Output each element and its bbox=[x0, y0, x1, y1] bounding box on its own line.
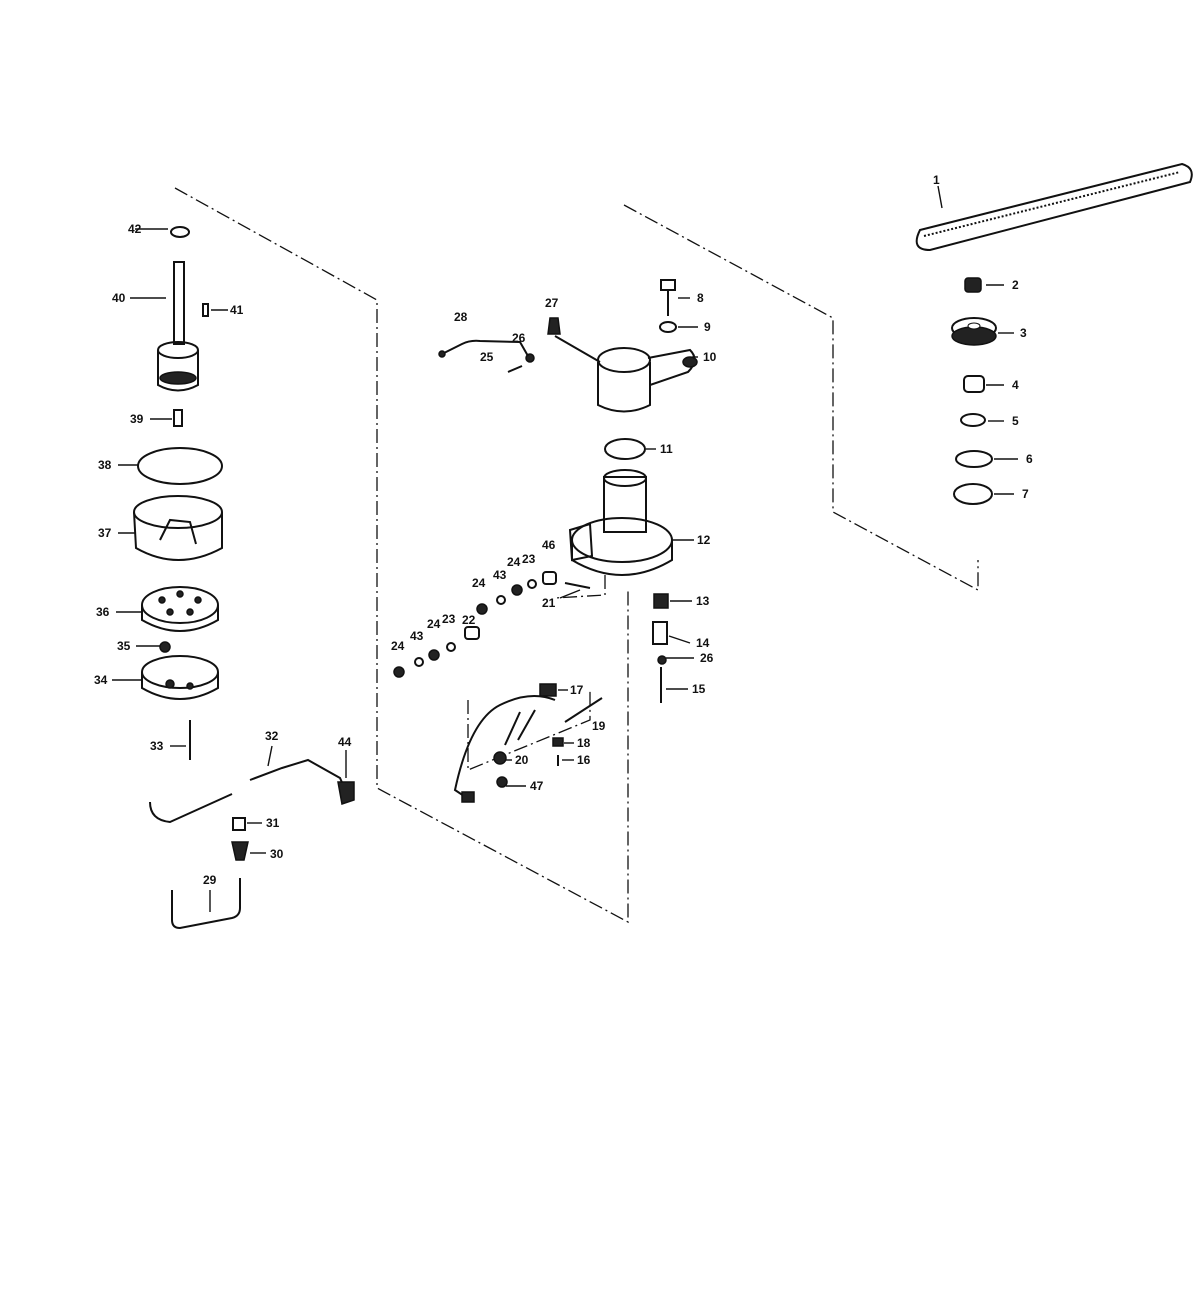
callout-31: 31 bbox=[266, 816, 280, 830]
part-8-screw bbox=[660, 279, 676, 316]
callout-28: 28 bbox=[454, 310, 468, 324]
callout-42: 42 bbox=[128, 222, 142, 236]
callout-35: 35 bbox=[117, 639, 131, 653]
callout-24b: 24 bbox=[472, 576, 486, 590]
callout-14: 14 bbox=[696, 636, 710, 650]
callout-26a: 26 bbox=[512, 331, 526, 345]
part-10-clamp-bracket bbox=[597, 347, 698, 413]
part-36-magnet-plate bbox=[141, 586, 219, 632]
callout-44: 44 bbox=[338, 735, 352, 749]
part-28-ground-wire bbox=[438, 339, 529, 358]
callout-29: 29 bbox=[203, 873, 217, 887]
callout-2: 2 bbox=[1012, 278, 1019, 292]
callout-39: 39 bbox=[130, 412, 144, 426]
callout-26b: 26 bbox=[700, 651, 714, 665]
callout-24a: 24 bbox=[507, 555, 521, 569]
callout-8: 8 bbox=[697, 291, 704, 305]
callout-33: 33 bbox=[150, 739, 164, 753]
part-30-boot bbox=[231, 841, 249, 861]
part-40-shaft bbox=[157, 261, 199, 392]
sub-boundary-bracket bbox=[554, 575, 606, 599]
callout-46: 46 bbox=[542, 538, 556, 552]
callout-30: 30 bbox=[270, 847, 284, 861]
part-11-o-ring bbox=[604, 438, 646, 460]
callout-43b: 43 bbox=[410, 629, 424, 643]
part-39-screw bbox=[173, 409, 183, 427]
part-3-pulley bbox=[951, 317, 997, 346]
callout-9: 9 bbox=[704, 320, 711, 334]
part-7-seal bbox=[953, 483, 993, 505]
callout-41: 41 bbox=[230, 303, 244, 317]
part-37-rotor-cup bbox=[133, 495, 223, 561]
callout-40: 40 bbox=[112, 291, 126, 305]
callout-1: 1 bbox=[933, 173, 940, 187]
part-13-block bbox=[653, 593, 669, 609]
part-44-boot bbox=[337, 781, 355, 805]
part-4-spacer bbox=[963, 375, 985, 393]
callout-21: 21 bbox=[542, 596, 556, 610]
callout-4: 4 bbox=[1012, 378, 1019, 392]
callout-32: 32 bbox=[265, 729, 279, 743]
part-29-lead-u-tube bbox=[171, 878, 241, 930]
callout-5: 5 bbox=[1012, 414, 1019, 428]
part-38-seal-ring bbox=[137, 447, 223, 485]
callout-13: 13 bbox=[696, 594, 710, 608]
assembly-boundary-left bbox=[174, 187, 629, 924]
part-25-screw bbox=[507, 365, 523, 373]
assembly-boundary-right bbox=[623, 204, 979, 592]
callout-47: 47 bbox=[530, 779, 544, 793]
callout-34: 34 bbox=[94, 673, 108, 687]
part-32-spark-plug-lead bbox=[149, 758, 349, 824]
callout-3: 3 bbox=[1020, 326, 1027, 340]
part-41-pin bbox=[202, 303, 209, 317]
part-5-washer bbox=[960, 413, 986, 427]
part-6-snap-ring bbox=[955, 450, 993, 468]
part-21-screw bbox=[564, 582, 591, 589]
callout-17: 17 bbox=[570, 683, 584, 697]
part-17-terminal bbox=[539, 683, 557, 697]
callout-16: 16 bbox=[577, 753, 591, 767]
part-35-nut bbox=[159, 641, 171, 653]
part-1-drive-belt bbox=[915, 162, 1193, 252]
part-14-bracket bbox=[652, 621, 668, 645]
part-42-washer bbox=[170, 226, 190, 238]
callout-43a: 43 bbox=[493, 568, 507, 582]
part-19-screw bbox=[564, 697, 603, 723]
callout-7: 7 bbox=[1022, 487, 1029, 501]
callout-22: 22 bbox=[462, 613, 476, 627]
part-18-nut bbox=[552, 737, 564, 747]
callout-20: 20 bbox=[515, 753, 529, 767]
callout-18: 18 bbox=[577, 736, 591, 750]
small-parts-row bbox=[393, 571, 557, 678]
callout-6: 6 bbox=[1026, 452, 1033, 466]
callout-11: 11 bbox=[660, 442, 673, 456]
callout-24d: 24 bbox=[391, 639, 405, 653]
part-12-distributor-housing bbox=[568, 469, 673, 576]
part-20-insulator bbox=[493, 751, 507, 765]
part-27-terminal bbox=[547, 317, 601, 363]
part-47-breaker-wire-assembly bbox=[453, 695, 556, 803]
callout-25: 25 bbox=[480, 350, 494, 364]
callout-10: 10 bbox=[703, 350, 717, 364]
part-31-clip bbox=[232, 817, 246, 831]
callout-12: 12 bbox=[697, 533, 711, 547]
callout-23a: 23 bbox=[522, 552, 536, 566]
leader-lines bbox=[112, 185, 1018, 912]
part-2-nut bbox=[964, 277, 982, 293]
callout-labels: 1 2 3 4 5 6 7 8 9 10 11 12 13 14 15 16 1… bbox=[94, 173, 1033, 887]
callout-24c: 24 bbox=[427, 617, 441, 631]
callout-27: 27 bbox=[545, 296, 559, 310]
callout-19: 19 bbox=[592, 719, 606, 733]
part-9-washer bbox=[659, 321, 677, 333]
callout-15: 15 bbox=[692, 682, 706, 696]
callout-38: 38 bbox=[98, 458, 112, 472]
callout-36: 36 bbox=[96, 605, 110, 619]
callout-23b: 23 bbox=[442, 612, 456, 626]
callout-37: 37 bbox=[98, 526, 112, 540]
sub-boundary-harness bbox=[467, 690, 591, 771]
part-34-stator-base bbox=[141, 655, 219, 700]
